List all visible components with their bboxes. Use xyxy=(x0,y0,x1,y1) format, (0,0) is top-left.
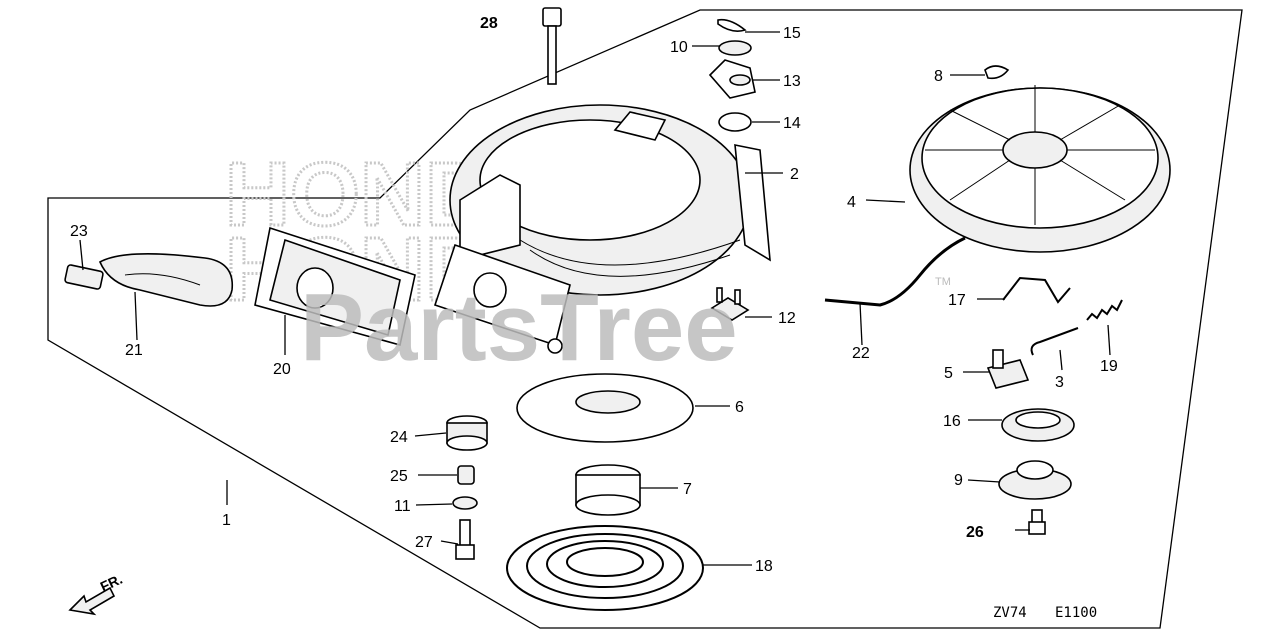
part-7-collar[interactable] xyxy=(575,464,641,516)
front-direction-label: FR. xyxy=(98,571,125,595)
callout-26[interactable]: 26 xyxy=(966,524,984,541)
callout-2[interactable]: 2 xyxy=(790,166,799,183)
part-9-drive-plate[interactable] xyxy=(998,460,1072,500)
revision-code: E1100 xyxy=(1055,605,1097,621)
assembly-boundary xyxy=(47,9,1243,629)
callout-4[interactable]: 4 xyxy=(847,194,856,211)
callout-15[interactable]: 15 xyxy=(783,25,801,42)
part-11-washer[interactable] xyxy=(452,496,478,510)
callout-16[interactable]: 16 xyxy=(943,413,961,430)
part-21-starter-handle[interactable] xyxy=(98,253,234,307)
callout-23[interactable]: 23 xyxy=(70,223,88,240)
callout-25[interactable]: 25 xyxy=(390,468,408,485)
callout-13[interactable]: 13 xyxy=(783,73,801,90)
callout-22[interactable]: 22 xyxy=(852,345,870,362)
callout-7[interactable]: 7 xyxy=(683,481,692,498)
part-26-bolt[interactable] xyxy=(1028,509,1046,535)
part-25-collar[interactable] xyxy=(457,465,475,485)
callout-3[interactable]: 3 xyxy=(1055,374,1064,391)
callout-17[interactable]: 17 xyxy=(948,292,966,309)
part-12-pawl-plate[interactable] xyxy=(710,287,750,321)
part-22-starter-rope[interactable] xyxy=(824,236,966,307)
diagram-code: ZV74 xyxy=(993,605,1027,621)
part-10-washer[interactable] xyxy=(718,40,752,56)
callout-18[interactable]: 18 xyxy=(755,558,773,575)
callout-19[interactable]: 19 xyxy=(1100,358,1118,375)
part-3-pawl-wire[interactable] xyxy=(1030,327,1079,356)
part-27-bolt[interactable] xyxy=(455,519,475,560)
partstree-watermark: PartsTree xyxy=(300,274,738,381)
part-28-flange-bolt[interactable] xyxy=(542,7,562,85)
part-15-spring-clip[interactable] xyxy=(717,18,747,32)
callout-10[interactable]: 10 xyxy=(670,39,688,56)
callout-24[interactable]: 24 xyxy=(390,429,408,446)
callout-8[interactable]: 8 xyxy=(934,68,943,85)
callout-27[interactable]: 27 xyxy=(415,534,433,551)
callout-12[interactable]: 12 xyxy=(778,310,796,327)
callout-11[interactable]: 11 xyxy=(394,498,411,515)
part-18-recoil-spring[interactable] xyxy=(506,525,704,611)
part-13-friction-plate[interactable] xyxy=(708,59,756,99)
part-20-guide-grommet[interactable] xyxy=(254,226,416,346)
part-17-return-spring[interactable] xyxy=(1002,276,1071,304)
callout-14[interactable]: 14 xyxy=(783,115,801,132)
callout-28[interactable]: 28 xyxy=(480,15,498,32)
part-19-tension-spring[interactable] xyxy=(1086,299,1123,321)
callout-21[interactable]: 21 xyxy=(125,342,143,359)
callout-20[interactable]: 20 xyxy=(273,361,291,378)
part-23-handle-insert[interactable] xyxy=(64,264,104,290)
part-14-spring[interactable] xyxy=(718,112,752,132)
part-8-circlip[interactable] xyxy=(984,65,1010,80)
part-6-friction-disc[interactable] xyxy=(516,373,694,443)
callout-5[interactable]: 5 xyxy=(944,365,953,382)
leader-lines xyxy=(79,31,1111,566)
part-2-fan-cover[interactable] xyxy=(449,104,771,296)
front-direction-arrow xyxy=(68,586,116,616)
part-4-recoil-reel[interactable] xyxy=(909,85,1171,253)
rope-guide-bracket[interactable] xyxy=(433,243,571,354)
part-24-grommet[interactable] xyxy=(446,415,488,451)
part-5-pawl[interactable] xyxy=(986,349,1030,389)
part-16-ratchet[interactable] xyxy=(1001,408,1075,442)
trademark-mark: TM xyxy=(935,276,951,288)
callout-6[interactable]: 6 xyxy=(735,399,744,416)
callout-9[interactable]: 9 xyxy=(954,472,963,489)
callout-1[interactable]: 1 xyxy=(222,512,231,529)
